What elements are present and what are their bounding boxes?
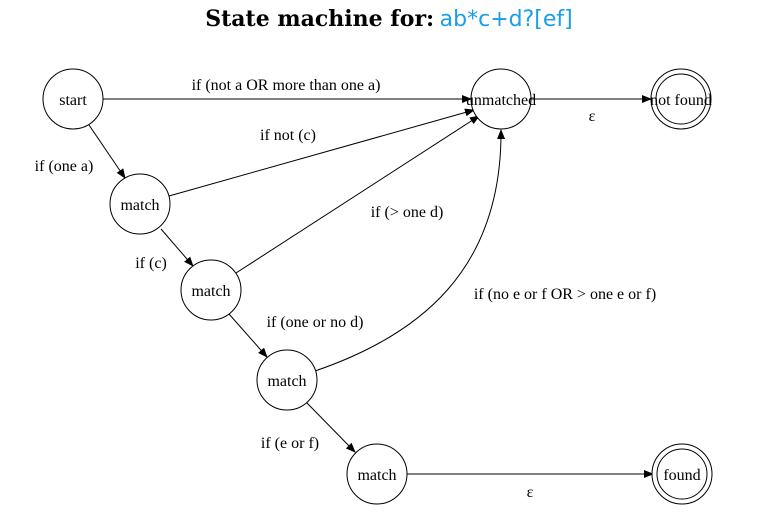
label-match2-match3: if (one or no d) [267,314,364,331]
state-label-found: found [663,467,700,484]
edge-match1-unmatched [168,108,475,197]
edge-match3-match4 [306,402,356,453]
state-label-match-1: match [120,197,159,214]
label-match1-match2: if (c) [135,255,167,272]
diagram-title: State machine for: ab*c+d?[ef] [0,6,778,32]
edge-match1-match2 [160,228,194,267]
state-label-match-2: match [191,283,230,300]
state-start: start [42,68,104,130]
label-match4-found: ε [527,484,534,501]
state-label-match-3: match [267,373,306,390]
state-label-start: start [59,92,87,109]
state-label-match-4: match [357,467,396,484]
label-match2-unmatched: if (> one d) [371,204,444,221]
title-label: State machine for: [205,6,435,32]
state-found-accepting: found [651,443,713,505]
label-match1-unmatched: if not (c) [260,127,316,144]
state-match-2: match [180,259,242,321]
state-match-1: match [109,173,171,235]
label-unmatched-not-found: ε [589,108,596,125]
state-unmatched: unmatched [466,68,536,130]
state-label-not-found: not found [650,92,712,109]
state-not-found-accepting: not found [650,68,712,130]
edge-match2-unmatched [235,115,480,274]
label-start-match1: if (one a) [35,158,94,175]
edge-match3-unmatched [314,129,506,372]
label-start-unmatched: if (not a OR more than one a) [192,77,381,94]
state-match-4: match [346,443,408,505]
state-label-unmatched: unmatched [466,92,536,109]
title-regex: ab*c+d?[ef] [439,7,573,32]
state-match-3: match [256,349,318,411]
label-match3-match4: if (e or f) [261,435,319,452]
edge-match2-match3 [228,313,268,358]
edge-start-match1 [88,124,126,179]
label-match3-unmatched: if (no e or f OR > one e or f) [474,286,656,303]
